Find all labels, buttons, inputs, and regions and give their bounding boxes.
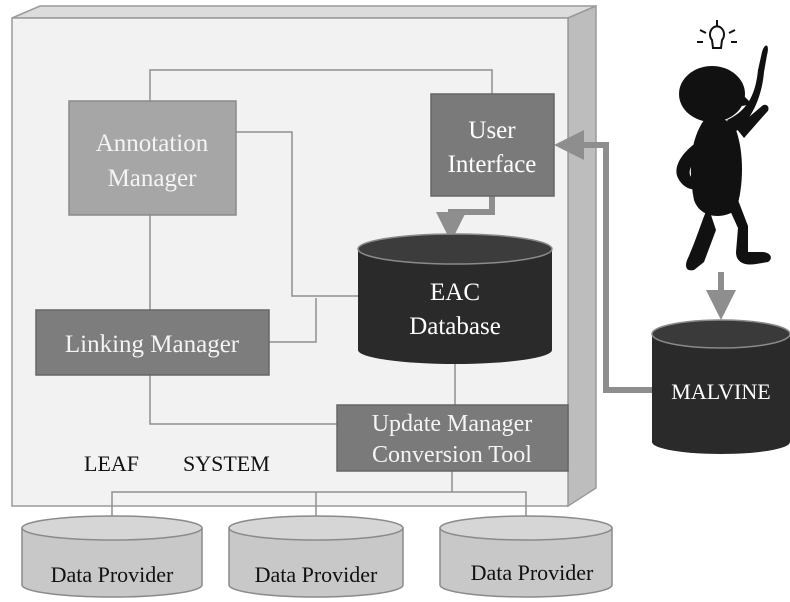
annotation-manager-label-1: Annotation bbox=[96, 130, 209, 157]
malvine-database-cylinder: MALVINE bbox=[651, 319, 790, 454]
thinking-person-icon bbox=[676, 20, 771, 271]
user-interface-box: User Interface bbox=[430, 93, 555, 197]
connector-annotation-ui bbox=[149, 69, 493, 101]
linking-manager-label: Linking Manager bbox=[65, 331, 240, 358]
connector-linking-update bbox=[149, 375, 337, 425]
annotation-manager-box: Annotation Manager bbox=[68, 100, 237, 216]
eac-database-label-1: EAC bbox=[430, 279, 480, 306]
data-provider-1: Data Provider bbox=[21, 515, 203, 598]
connector-linking-db bbox=[269, 298, 317, 343]
malvine-label: MALVINE bbox=[671, 379, 770, 404]
system-label-leaf: LEAF bbox=[84, 451, 139, 476]
data-provider-2: Data Provider bbox=[228, 515, 404, 598]
eac-database-cylinder: EAC Database bbox=[357, 233, 553, 364]
arrows bbox=[436, 130, 736, 393]
connector-lines bbox=[111, 69, 527, 528]
panel-side-edge bbox=[567, 4, 597, 508]
arrow-malvine-to-ui bbox=[554, 130, 652, 393]
data-provider-3: Data Provider bbox=[439, 515, 613, 598]
connector-annotation-db bbox=[236, 131, 360, 297]
system-label-system: SYSTEM bbox=[183, 451, 270, 476]
update-manager-label-2: Conversion Tool bbox=[372, 442, 532, 468]
data-provider-label: Data Provider bbox=[471, 560, 594, 585]
data-provider-label: Data Provider bbox=[51, 562, 174, 587]
eac-database-label-2: Database bbox=[409, 313, 501, 340]
user-interface-label-1: User bbox=[468, 117, 516, 144]
lightbulb-icon bbox=[697, 20, 737, 49]
linking-manager-box: Linking Manager bbox=[35, 309, 270, 376]
data-provider-label: Data Provider bbox=[255, 562, 378, 587]
panel-top-edge bbox=[11, 5, 597, 19]
user-interface-label-2: Interface bbox=[448, 151, 537, 178]
update-manager-box: Update Manager Conversion Tool bbox=[336, 404, 569, 472]
annotation-manager-label-2: Manager bbox=[108, 165, 198, 192]
update-manager-label-1: Update Manager bbox=[372, 411, 533, 437]
arrow-ui-to-db bbox=[436, 196, 495, 242]
